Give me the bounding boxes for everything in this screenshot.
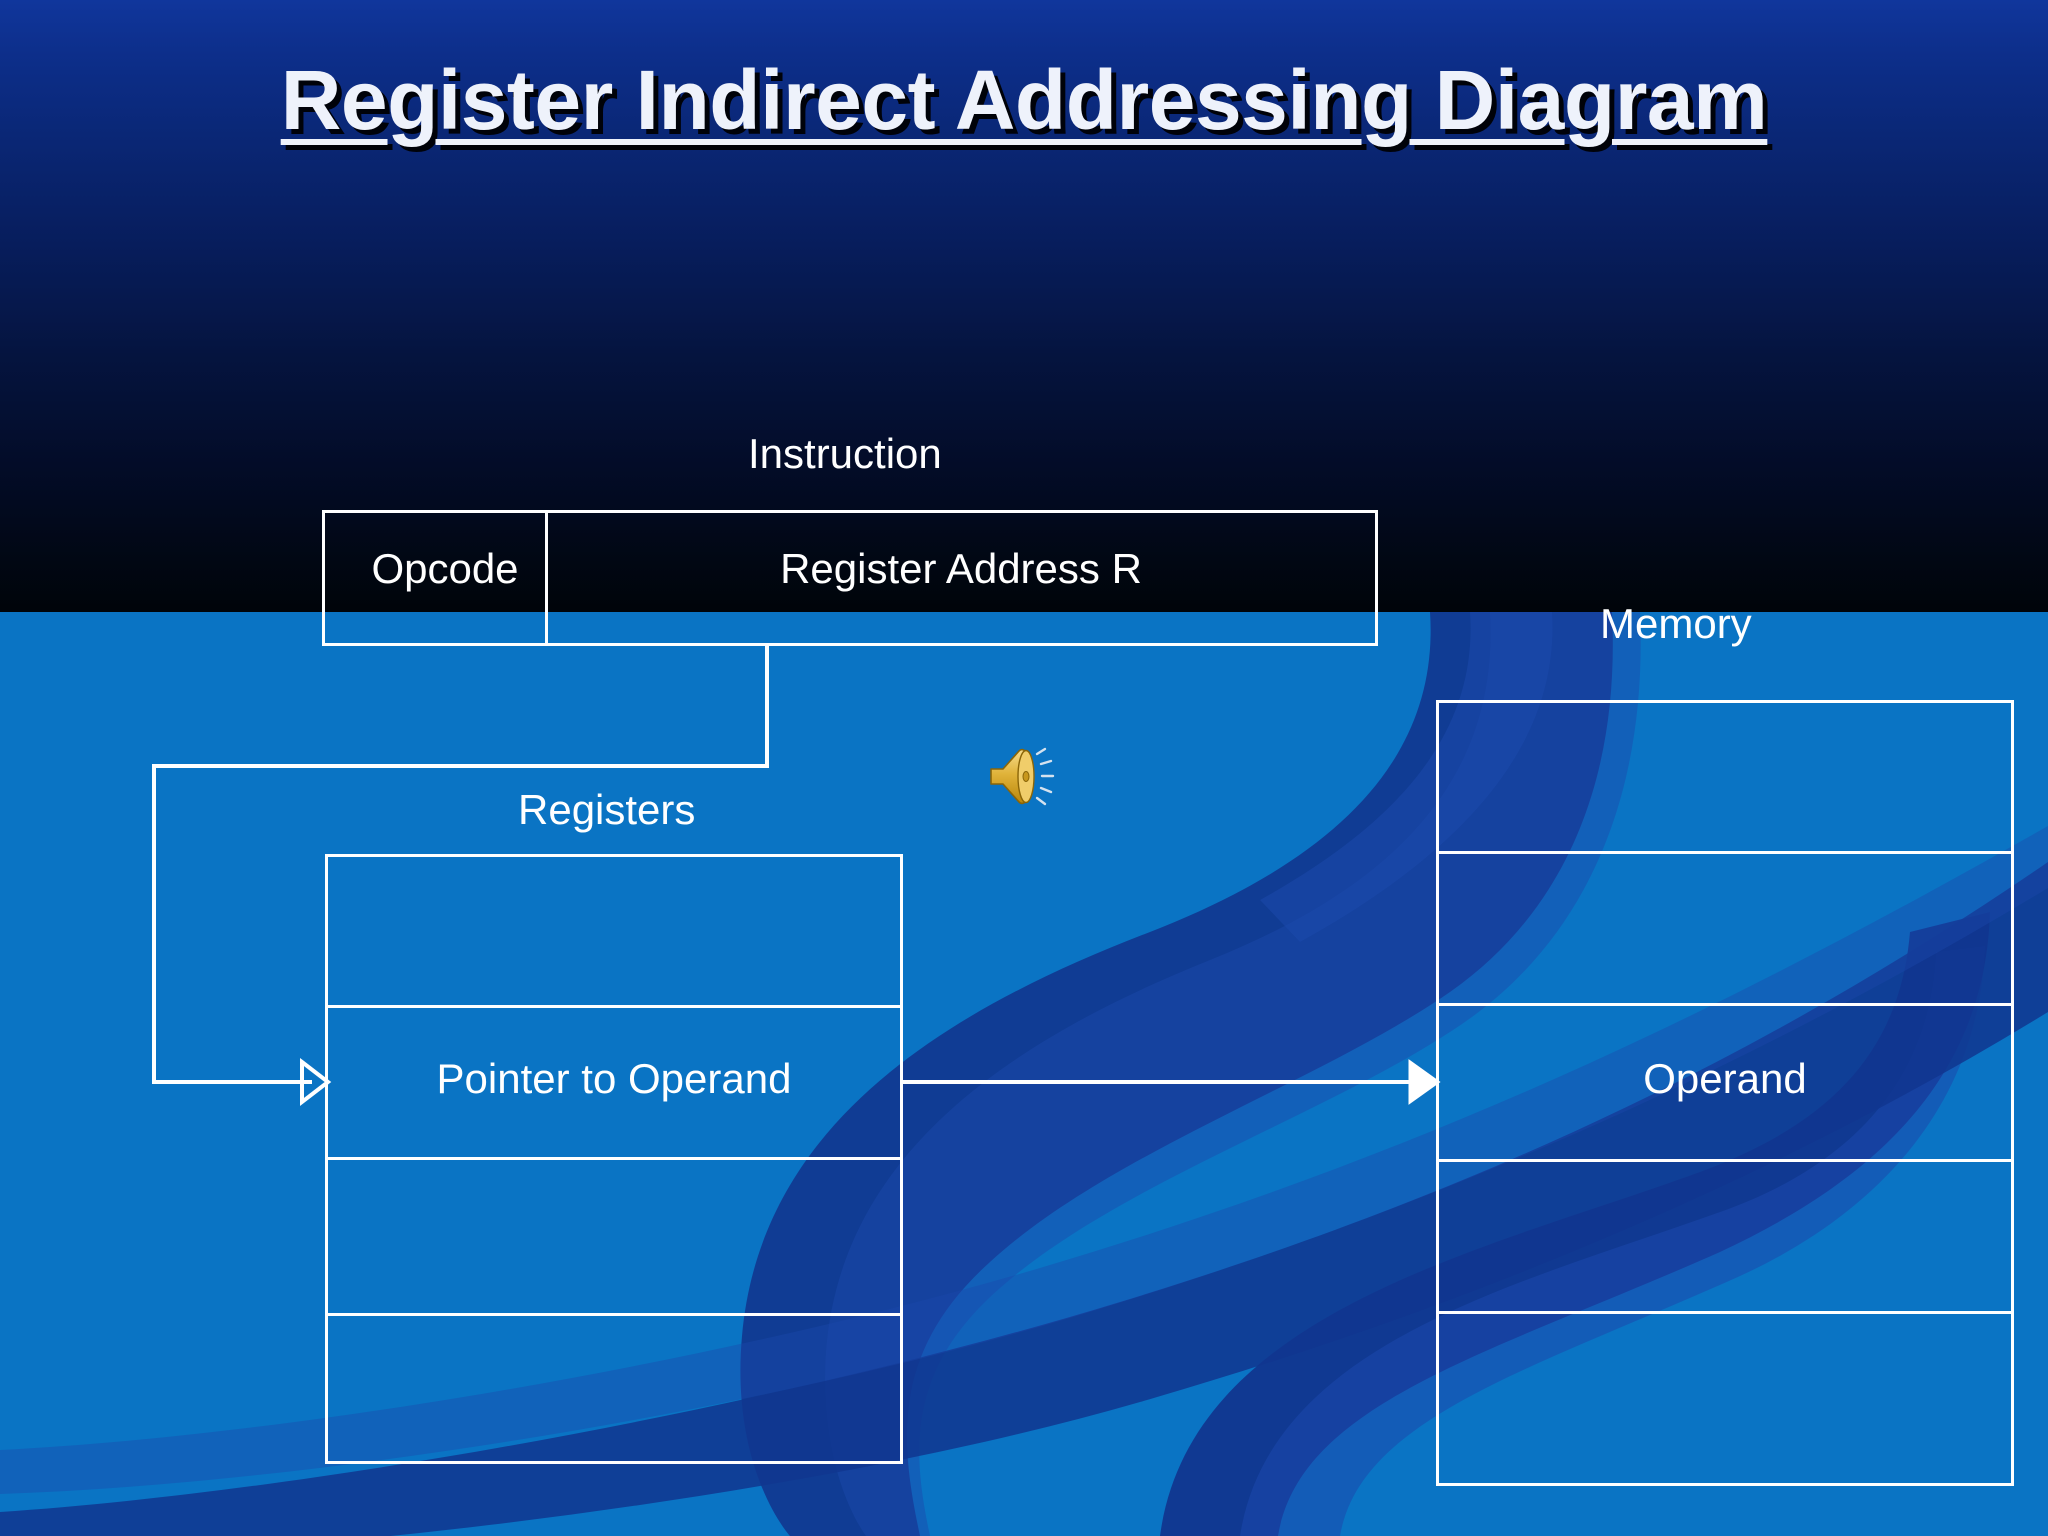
connector-left-down xyxy=(152,764,156,1082)
registers-box xyxy=(325,854,903,1464)
connector-instruction-left xyxy=(152,764,769,768)
instruction-box xyxy=(322,510,1378,646)
arrowhead-to-registers xyxy=(300,1057,332,1107)
memory-row-divider-4 xyxy=(1439,1311,2011,1314)
connector-into-registers xyxy=(152,1080,312,1084)
arrowhead-to-memory xyxy=(1408,1059,1441,1105)
registers-row-divider-2 xyxy=(328,1157,900,1160)
memory-cell-operand: Operand xyxy=(1643,1055,1807,1102)
instruction-cell-register-address: Register Address R xyxy=(780,545,1142,592)
slide-title: Register Indirect Addressing Diagram xyxy=(280,53,1768,147)
memory-row-divider-3 xyxy=(1439,1159,2011,1162)
connector-instruction-down xyxy=(765,646,769,768)
speaker-icon[interactable] xyxy=(985,740,1063,812)
memory-row-divider-2 xyxy=(1439,1003,2011,1006)
instruction-cell-opcode: Opcode xyxy=(371,545,519,592)
registers-row-divider-3 xyxy=(328,1313,900,1316)
connector-registers-to-memory xyxy=(903,1080,1423,1084)
registers-cell-pointer: Pointer to Operand xyxy=(436,1055,792,1102)
memory-label: Memory xyxy=(1600,600,1752,647)
instruction-cell-divider xyxy=(545,513,548,643)
memory-row-divider-1 xyxy=(1439,851,2011,854)
registers-label: Registers xyxy=(518,786,696,833)
memory-box xyxy=(1436,700,2014,1486)
registers-row-divider-1 xyxy=(328,1005,900,1008)
instruction-label: Instruction xyxy=(748,430,942,477)
